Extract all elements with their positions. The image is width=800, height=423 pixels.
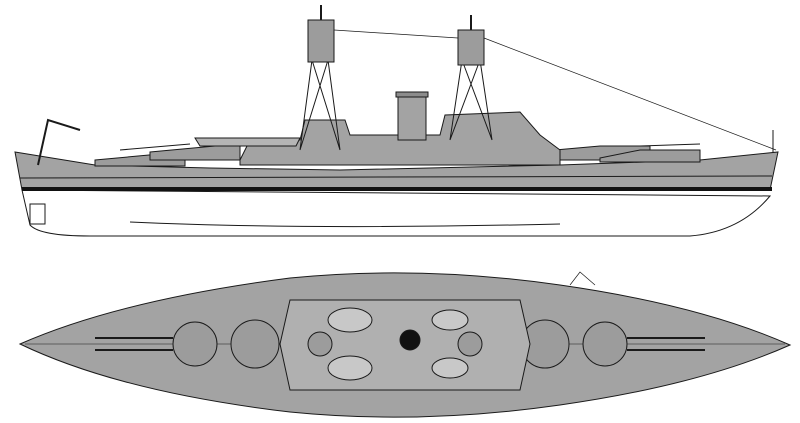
funnel-plan xyxy=(399,329,421,351)
turret-aft-high xyxy=(149,145,241,161)
funnel-cap xyxy=(395,91,429,98)
gun-barrels-fwd xyxy=(639,143,701,147)
boat-3 xyxy=(431,309,469,331)
aft-mast xyxy=(299,5,341,151)
side-profile-view xyxy=(14,5,779,237)
gun-barrels-aft xyxy=(119,143,191,151)
underwater-hull xyxy=(21,189,772,237)
turret-2 xyxy=(230,319,280,369)
aft-crane xyxy=(37,118,81,166)
gun-barrels-plan xyxy=(95,337,705,351)
boat-4 xyxy=(431,357,469,379)
aft-mast-plan xyxy=(307,331,333,357)
turret-fwd-low xyxy=(599,149,701,163)
turret-1 xyxy=(172,321,218,367)
turrets xyxy=(172,319,628,369)
bilge-keel xyxy=(129,221,561,228)
deck-line xyxy=(19,175,773,179)
funnel xyxy=(397,94,427,141)
top-plan-view xyxy=(18,271,792,418)
rudder xyxy=(29,203,46,225)
turret-4 xyxy=(582,321,628,367)
boat-2 xyxy=(327,355,373,381)
foremast xyxy=(449,15,493,141)
aircraft-platform xyxy=(194,137,301,147)
bow-flag-staff xyxy=(569,271,596,286)
foremast-plan xyxy=(457,331,483,357)
fore-stay xyxy=(483,37,777,151)
boot-topping xyxy=(22,187,772,191)
boat-1 xyxy=(327,307,373,333)
stay-between-masts xyxy=(333,29,459,39)
